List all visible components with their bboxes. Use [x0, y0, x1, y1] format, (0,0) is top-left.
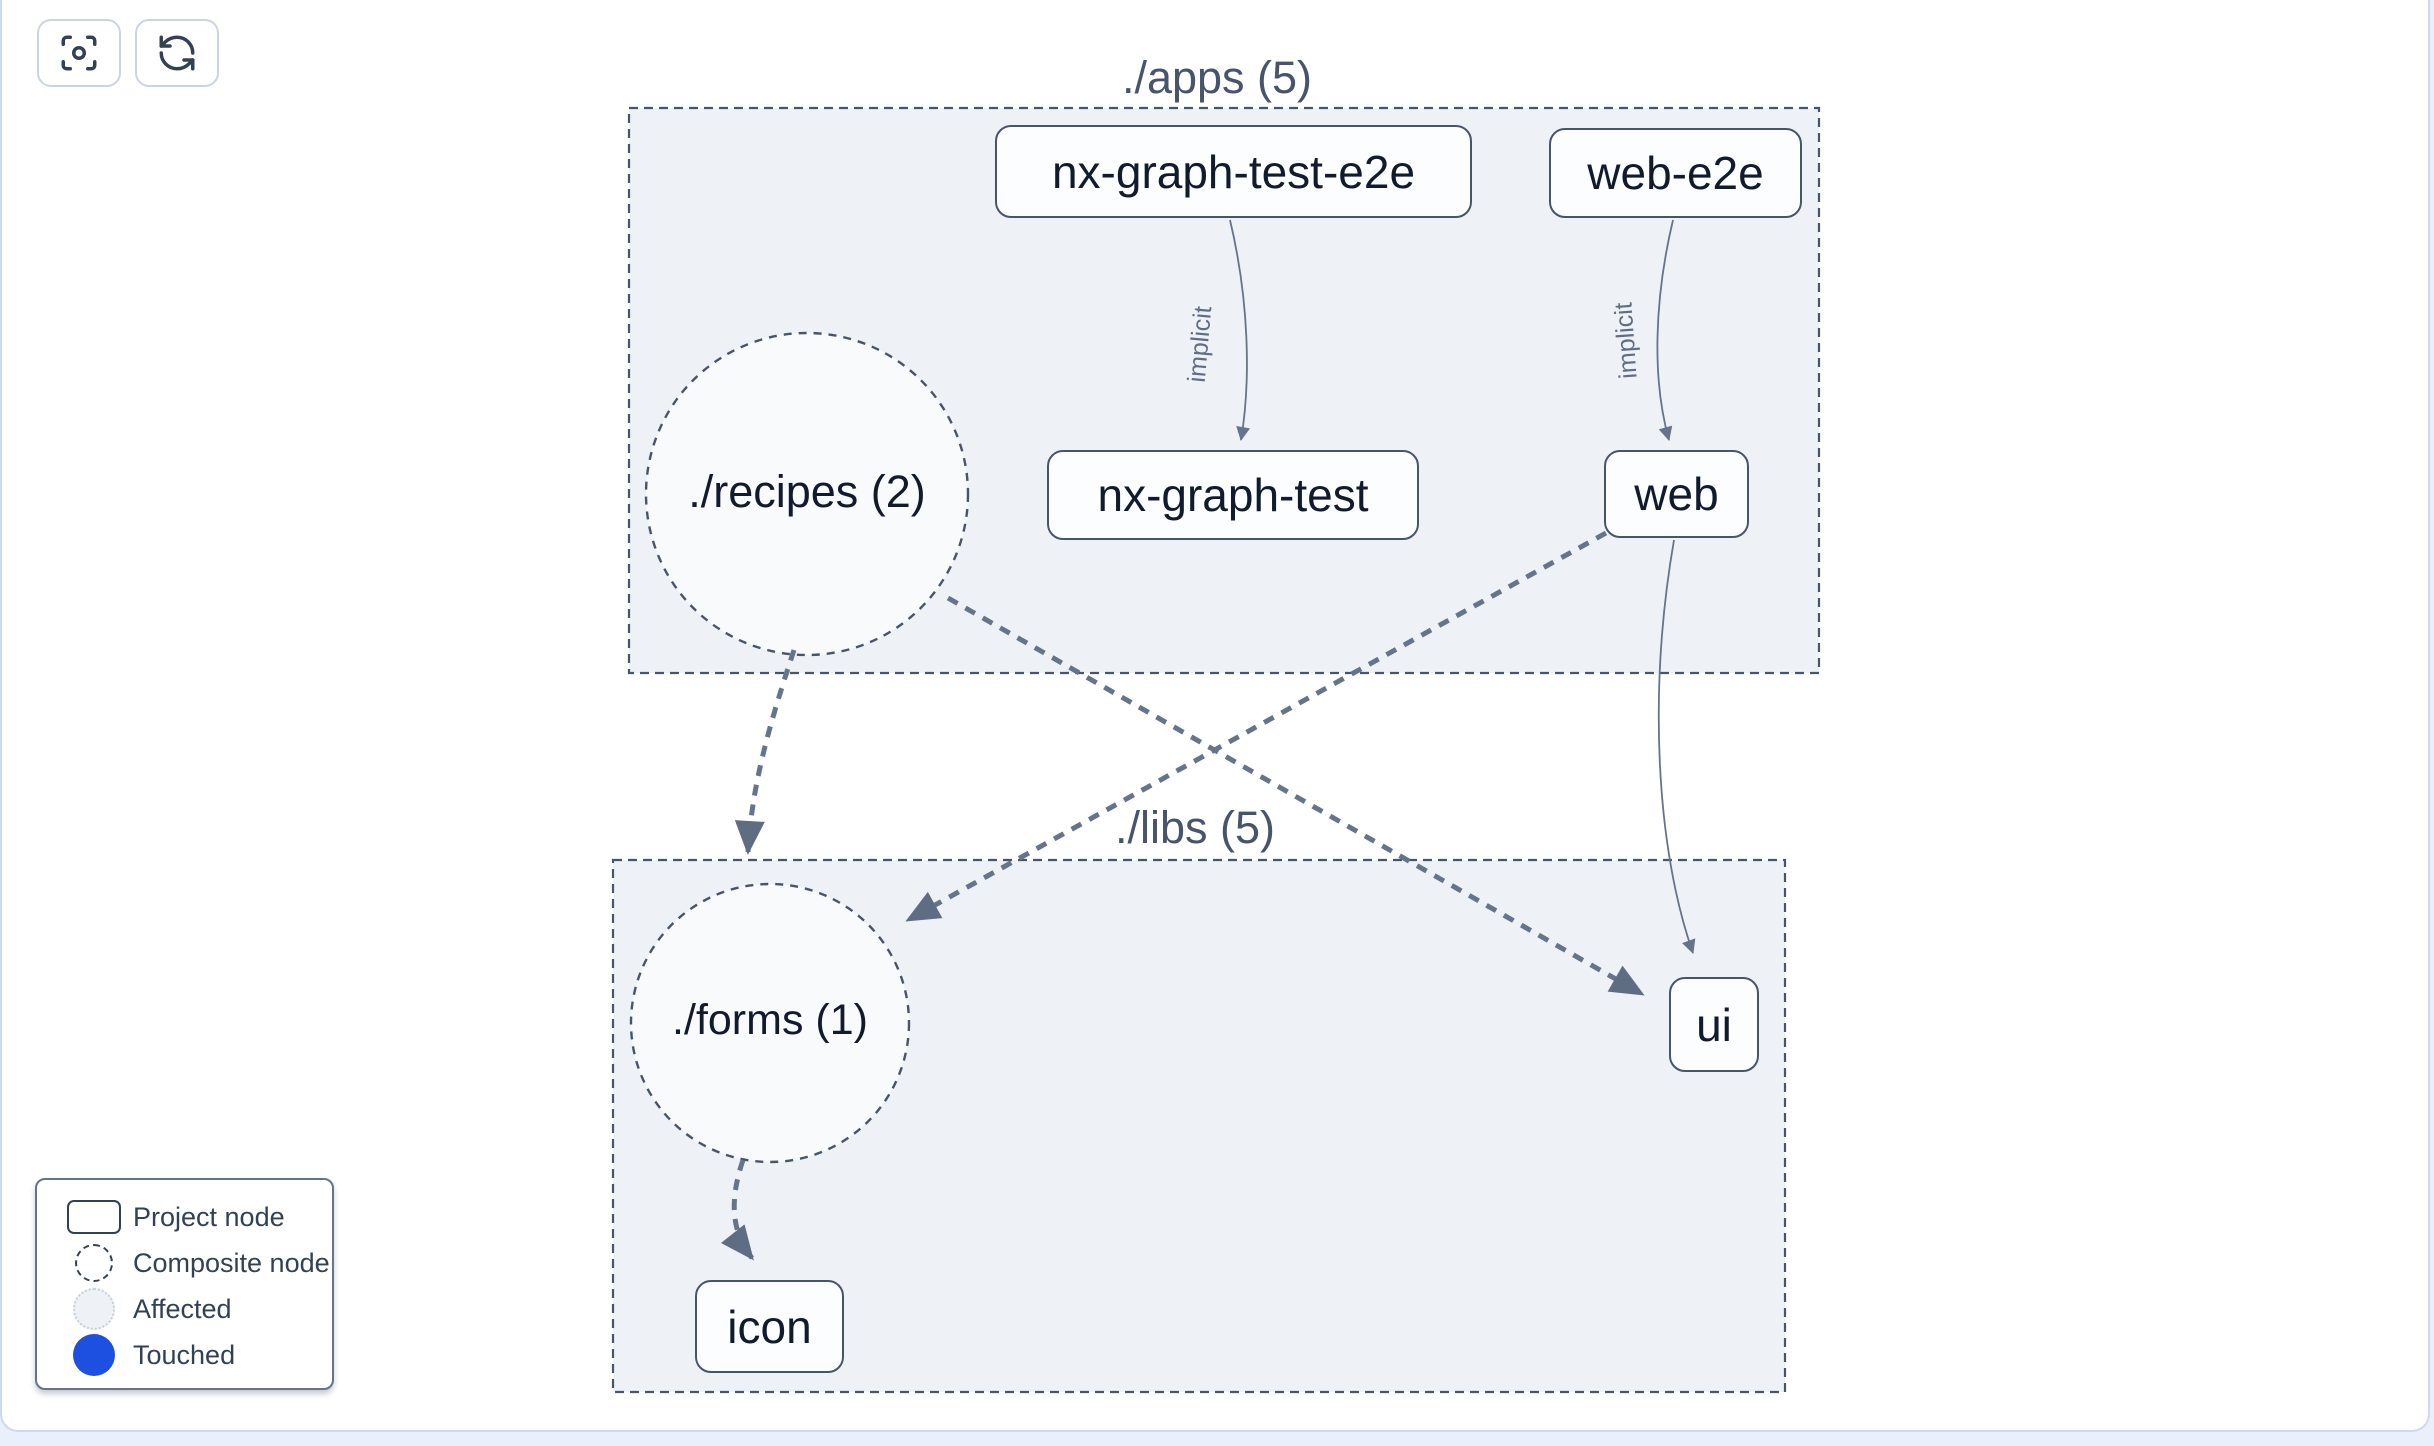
group-apps-label: ./apps (5): [1121, 52, 1313, 103]
toolbar: [37, 19, 219, 87]
project-node-nx-graph-test-e2e[interactable]: nx-graph-test-e2e: [995, 125, 1472, 218]
legend-panel: Project node Composite node Affected Tou…: [35, 1178, 334, 1390]
group-libs-label: ./libs (5): [1114, 802, 1276, 853]
edge-nx-graph-test-e2e-to-nx-graph-test: [1229, 219, 1251, 441]
project-node-icon[interactable]: icon: [695, 1280, 844, 1373]
legend-item-affected: Affected: [55, 1286, 332, 1332]
touched-icon: [73, 1334, 115, 1376]
refresh-icon: [156, 32, 198, 74]
edge-label-implicit-1: implicit: [1183, 305, 1218, 384]
edge-recipes-to-forms: [734, 649, 797, 855]
composite-node-recipes-circle[interactable]: [644, 331, 970, 657]
composite-node-forms-circle[interactable]: [629, 882, 911, 1164]
refresh-graph-button[interactable]: [135, 19, 219, 87]
edge-web-to-ui: [1657, 539, 1696, 954]
project-node-icon: [67, 1200, 121, 1234]
legend-item-touched: Touched: [55, 1332, 332, 1378]
composite-node-forms-label[interactable]: ./forms (1): [672, 996, 868, 1044]
legend-item-composite-node: Composite node: [55, 1240, 332, 1286]
project-node-web-e2e[interactable]: web-e2e: [1549, 128, 1802, 218]
composite-node-recipes-label[interactable]: ./recipes (2): [688, 466, 926, 517]
center-graph-button[interactable]: [37, 19, 121, 87]
edge-recipes-to-ui: [946, 595, 1645, 997]
focus-icon: [58, 32, 100, 74]
edge-web-e2e-to-web: [1656, 219, 1674, 441]
legend-label: Affected: [133, 1293, 232, 1324]
project-node-nx-graph-test[interactable]: nx-graph-test: [1047, 450, 1419, 540]
affected-icon: [73, 1288, 115, 1330]
legend-label: Touched: [133, 1339, 236, 1370]
legend-label: Composite node: [133, 1247, 330, 1278]
edge-label-implicit-2: implicit: [1609, 301, 1642, 379]
composite-node-icon: [75, 1244, 113, 1282]
legend-label: Project node: [133, 1201, 285, 1232]
project-node-web[interactable]: web: [1604, 450, 1749, 538]
legend-item-project-node: Project node: [55, 1194, 332, 1240]
edge-web-to-forms: [905, 530, 1608, 923]
project-node-ui[interactable]: ui: [1669, 977, 1759, 1072]
